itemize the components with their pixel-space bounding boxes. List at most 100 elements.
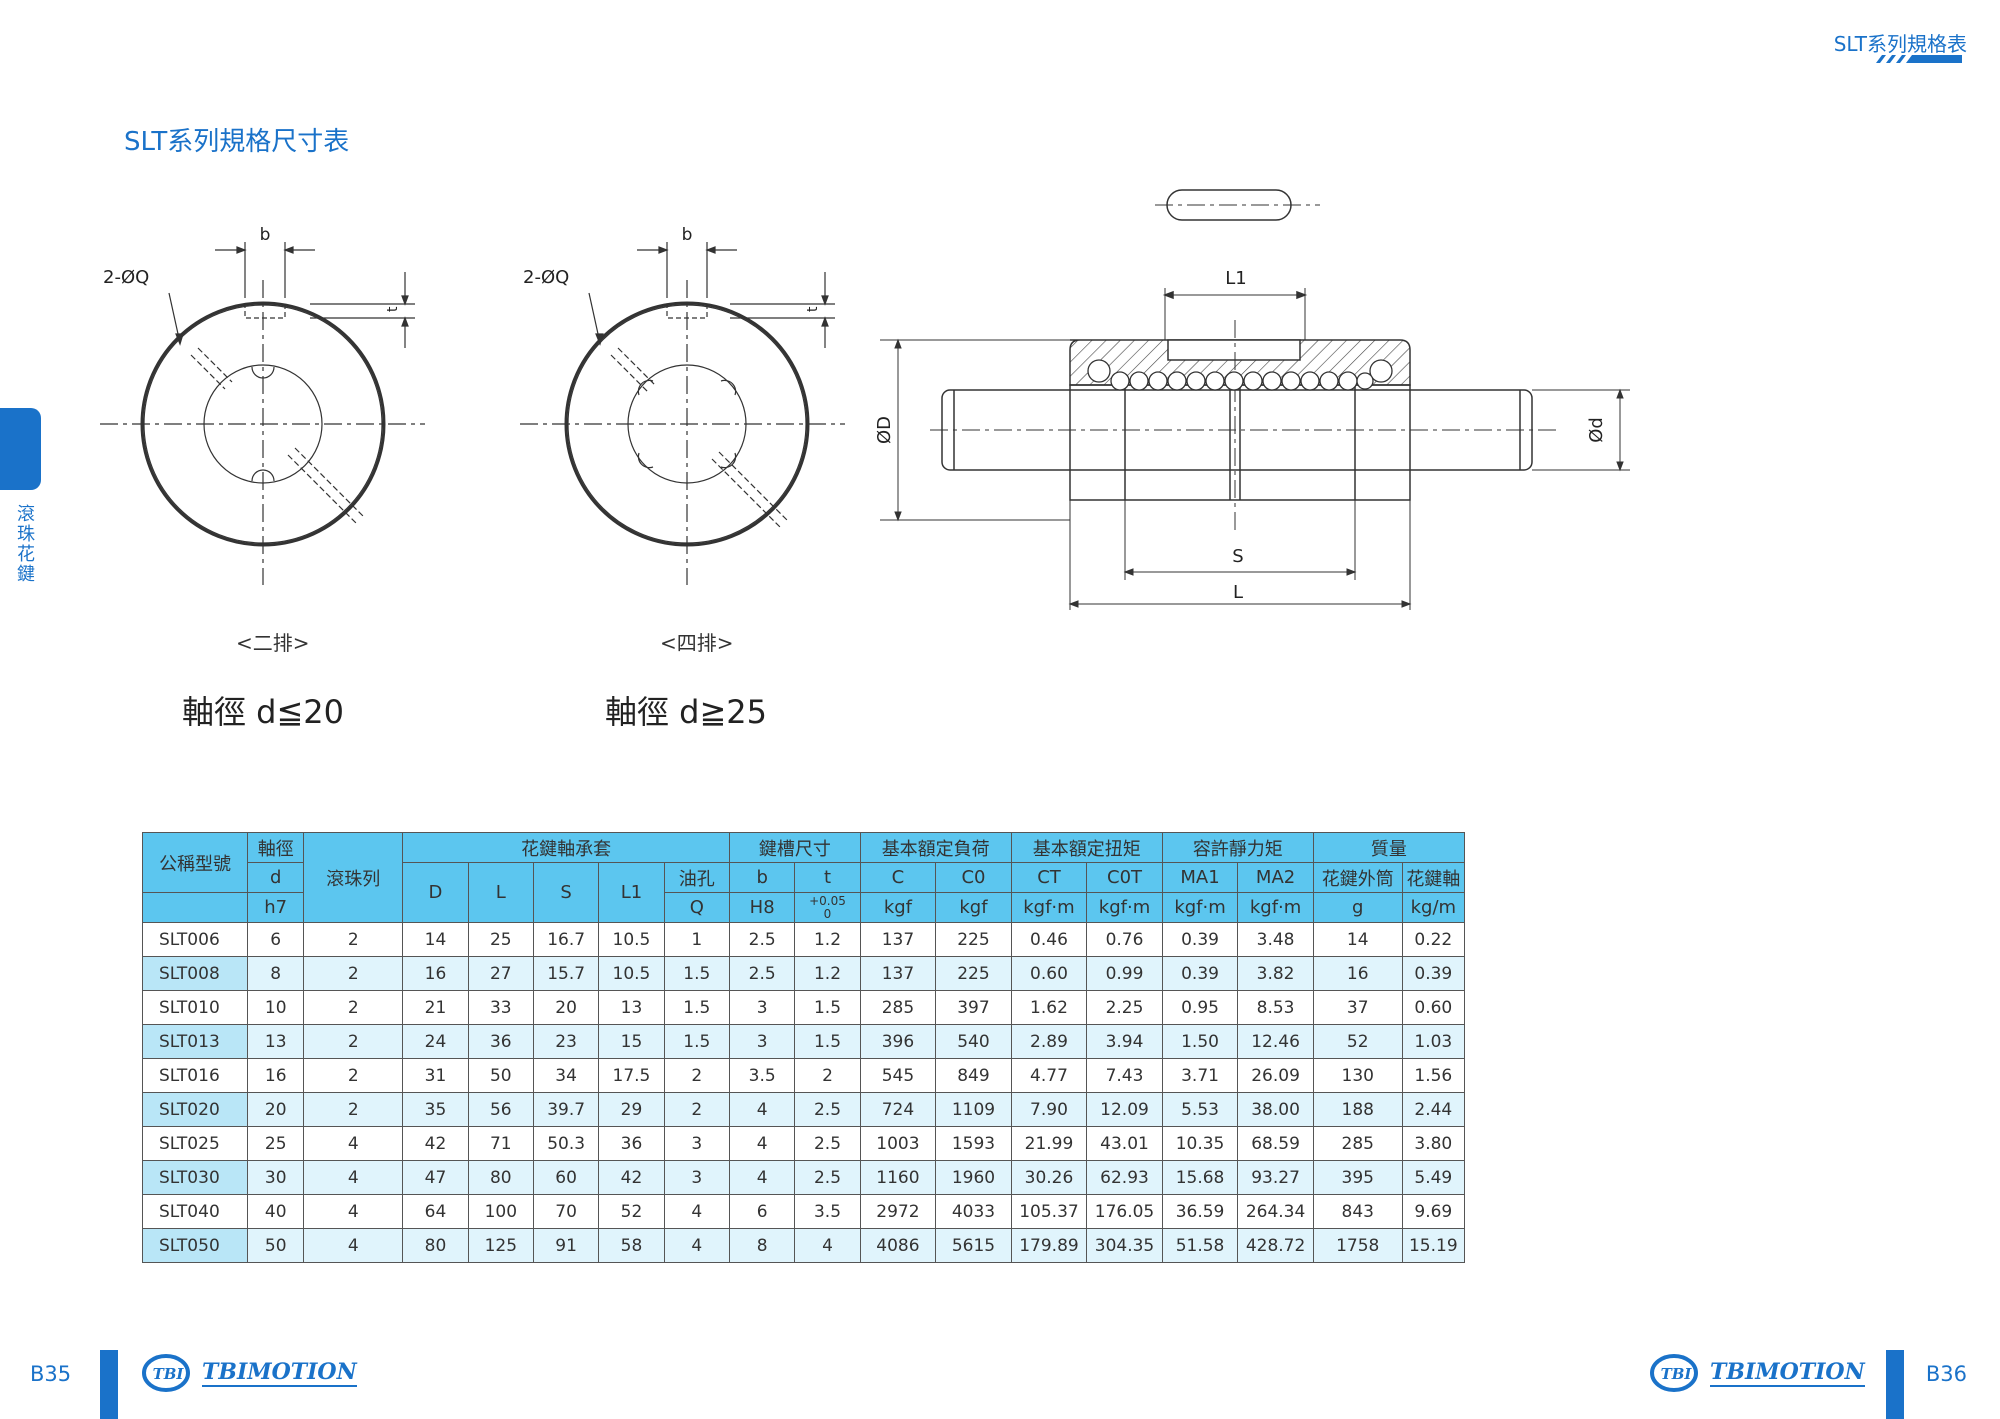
- table-cell: 16: [402, 956, 469, 991]
- table-cell: 10.5: [598, 922, 665, 957]
- table-cell: 16.7: [532, 922, 600, 957]
- table-cell: 0.39: [1401, 956, 1466, 991]
- table-cell: 5615: [935, 1228, 1012, 1263]
- header-title: SLT系列規格表: [1833, 32, 1967, 56]
- table-cell: 2: [663, 1092, 731, 1127]
- table-cell: 1.03: [1401, 1024, 1466, 1059]
- table-cell: 50: [247, 1228, 305, 1263]
- table-cell: 15.19: [1401, 1228, 1466, 1263]
- table-cell: 8: [247, 956, 305, 991]
- table-cell: 3: [663, 1160, 731, 1195]
- unit-kgf: kgf: [859, 892, 937, 923]
- view-label-two-row: <二排>: [236, 631, 310, 655]
- dim-l1: L1: [1225, 268, 1246, 289]
- table-cell: 105.37: [1010, 1194, 1088, 1229]
- table-cell: 12.09: [1086, 1092, 1163, 1127]
- table-cell: 397: [935, 990, 1012, 1025]
- col-oil: 油孔: [663, 862, 731, 893]
- table-cell: 62.93: [1086, 1160, 1163, 1195]
- table-cell: 21.99: [1010, 1126, 1088, 1161]
- table-cell: 52: [598, 1194, 665, 1229]
- dim-l: L: [1233, 582, 1243, 603]
- col-nut: 花鍵軸承套: [402, 832, 730, 863]
- end-view-two-row: b 2-ØQ t: [100, 225, 425, 585]
- table-cell: 36.59: [1161, 1194, 1239, 1229]
- table-cell: 14: [1312, 922, 1403, 957]
- unit-kgm: kg/m: [1401, 892, 1466, 923]
- table-cell: 1.5: [794, 990, 861, 1025]
- table-cell: 35: [402, 1092, 469, 1127]
- col-C: C: [859, 862, 937, 893]
- table-cell: 130: [1312, 1058, 1403, 1093]
- table-cell: 4: [728, 1126, 796, 1161]
- unit-kgfm: kgf·m: [1237, 892, 1314, 923]
- table-cell: 4033: [935, 1194, 1012, 1229]
- table-cell: 43.01: [1086, 1126, 1163, 1161]
- page-number-left: B35: [30, 1362, 72, 1386]
- table-cell: 540: [935, 1024, 1012, 1059]
- table-cell: 70: [532, 1194, 600, 1229]
- table-cell: 188: [1312, 1092, 1403, 1127]
- col-model-blank: [141, 892, 249, 923]
- table-cell: 2: [303, 1058, 404, 1093]
- col-shaft: 軸徑: [247, 832, 305, 863]
- col-mass: 質量: [1312, 832, 1466, 863]
- table-cell: 1.2: [794, 956, 861, 991]
- col-outer: 花鍵外筒: [1312, 862, 1403, 893]
- table-cell: 849: [935, 1058, 1012, 1093]
- table-cell: 37: [1312, 990, 1403, 1025]
- table-cell: 58: [598, 1228, 665, 1263]
- table-cell: 51.58: [1161, 1228, 1239, 1263]
- table-cell: 285: [1312, 1126, 1403, 1161]
- table-cell: 27: [467, 956, 534, 991]
- table-cell: 2.5: [794, 1092, 861, 1127]
- table-cell: 137: [859, 956, 937, 991]
- unit-kgfm: kgf·m: [1010, 892, 1088, 923]
- table-cell: 3.5: [794, 1194, 861, 1229]
- table-cell: 137: [859, 922, 937, 957]
- table-cell: 36: [598, 1126, 665, 1161]
- table-cell: 47: [402, 1160, 469, 1195]
- table-cell: 2.5: [794, 1160, 861, 1195]
- table-cell: 2: [303, 956, 404, 991]
- table-cell: 0.46: [1010, 922, 1088, 957]
- table-cell: 25: [467, 922, 534, 957]
- table-cell: 2: [303, 990, 404, 1025]
- table-cell: 3: [728, 990, 796, 1025]
- dim-s: S: [1232, 546, 1243, 567]
- table-cell: 2.5: [728, 922, 796, 957]
- table-cell: 23: [532, 1024, 600, 1059]
- table-cell: 17.5: [598, 1058, 665, 1093]
- side-tab[interactable]: [0, 408, 41, 490]
- table-cell: 1.50: [1161, 1024, 1239, 1059]
- tbi-logo-icon: TBI: [142, 1354, 190, 1392]
- col-shaft-tol: h7: [247, 892, 305, 923]
- table-cell: 9.69: [1401, 1194, 1466, 1229]
- table-cell: 24: [402, 1024, 469, 1059]
- table-cell: 15.68: [1161, 1160, 1239, 1195]
- table-cell: 1758: [1312, 1228, 1403, 1263]
- table-cell: 29: [598, 1092, 665, 1127]
- table-cell: 33: [467, 990, 534, 1025]
- table-cell: 0.22: [1401, 922, 1466, 957]
- caption-two-row: 軸徑 d≦20: [182, 693, 345, 731]
- dim-t: t: [805, 306, 821, 312]
- table-cell: 5.49: [1401, 1160, 1466, 1195]
- table-cell: 3.82: [1237, 956, 1314, 991]
- col-key: 鍵槽尺寸: [729, 832, 861, 863]
- table-cell: 1160: [859, 1160, 937, 1195]
- table-cell: 1.56: [1401, 1058, 1466, 1093]
- table-cell: 50: [467, 1058, 534, 1093]
- col-Q: Q: [663, 892, 731, 923]
- table-cell: 10.35: [1161, 1126, 1239, 1161]
- table-cell: 4: [303, 1160, 404, 1195]
- model-cell: SLT013: [141, 1024, 249, 1059]
- table-cell: 2.44: [1401, 1092, 1466, 1127]
- model-cell: SLT020: [141, 1092, 249, 1127]
